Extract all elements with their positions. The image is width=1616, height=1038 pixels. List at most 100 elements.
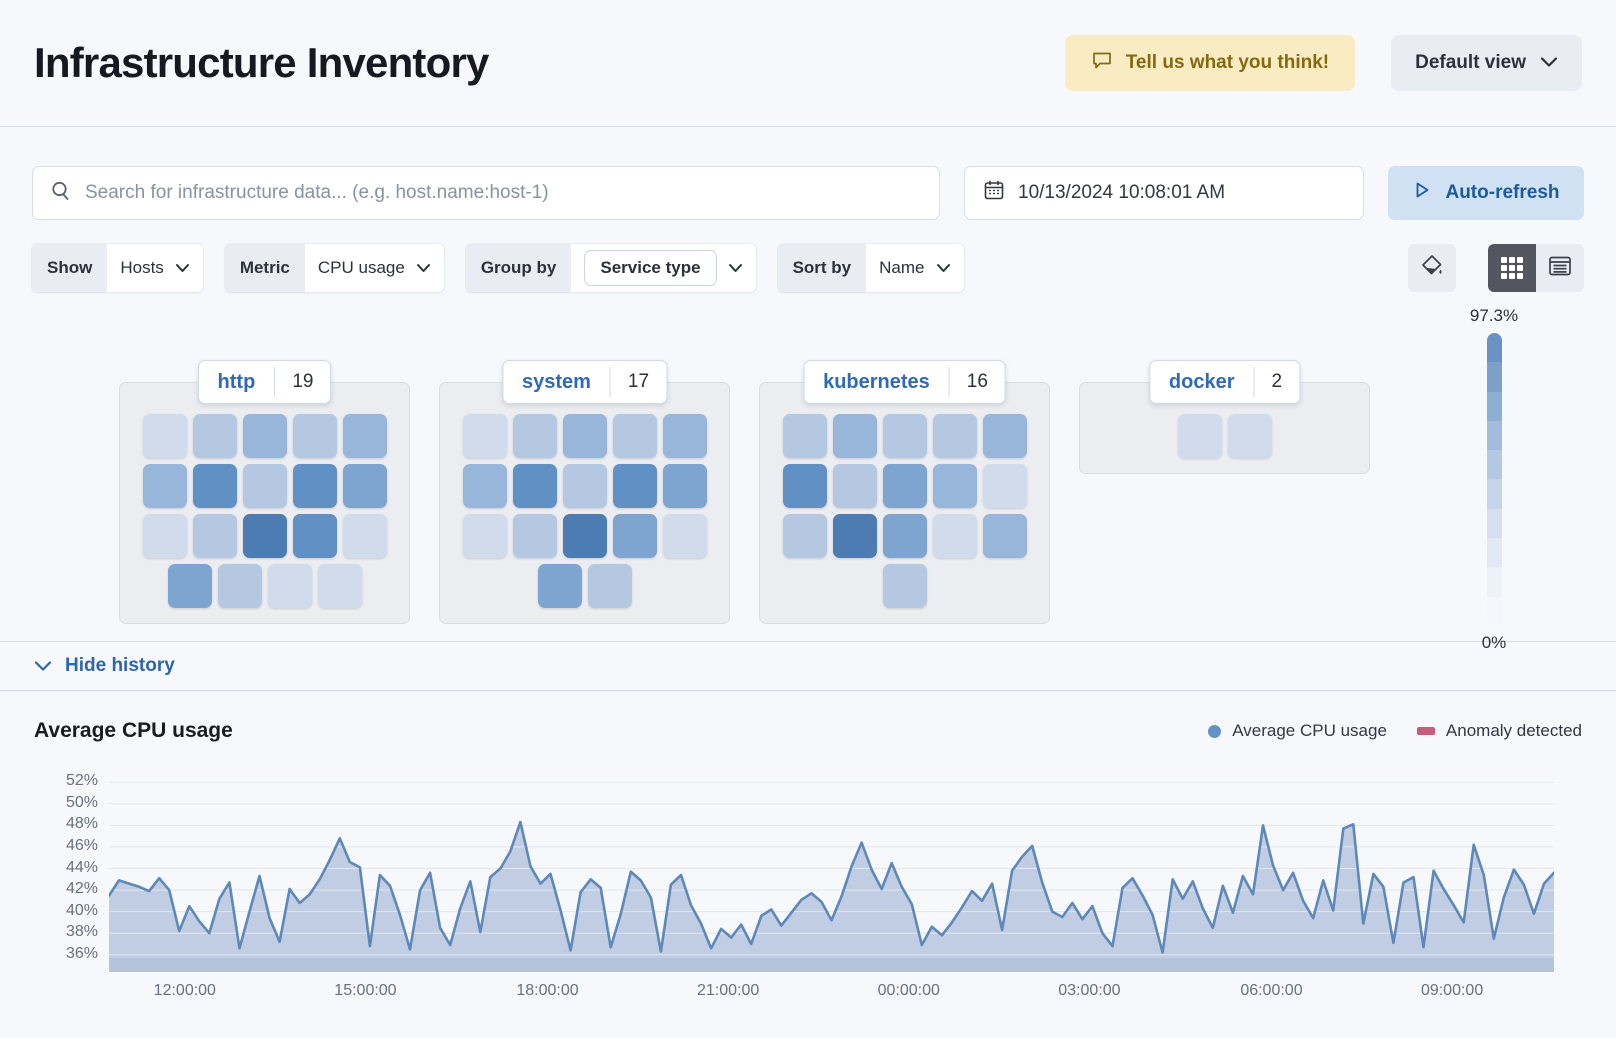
host-tile[interactable] [982, 414, 1027, 458]
host-tile[interactable] [882, 514, 927, 558]
host-tile[interactable] [587, 564, 632, 608]
group-label-system[interactable]: system 17 [501, 360, 668, 404]
host-tile[interactable] [882, 414, 927, 458]
default-view-button[interactable]: Default view [1391, 35, 1582, 91]
x-axis-label: 15:00:00 [334, 982, 397, 999]
host-tile[interactable] [782, 414, 827, 458]
host-tile[interactable] [242, 464, 287, 508]
group-name-link[interactable]: docker [1168, 370, 1235, 393]
host-tile[interactable] [192, 514, 237, 558]
search-box[interactable] [32, 166, 940, 220]
host-tile[interactable] [662, 414, 707, 458]
auto-refresh-button[interactable]: Auto-refresh [1388, 166, 1584, 220]
host-tile[interactable] [782, 514, 827, 558]
host-tile[interactable] [1227, 414, 1272, 458]
host-tile[interactable] [142, 514, 187, 558]
severity-legend: 97.3% 0% [1462, 306, 1526, 653]
host-tile[interactable] [142, 414, 187, 458]
cpu-usage-chart[interactable]: 36%38%40%42%44%46%48%50%52% [34, 765, 1582, 972]
group-label-docker[interactable]: docker 2 [1148, 360, 1301, 404]
host-tile[interactable] [832, 464, 877, 508]
group-name-link[interactable]: http [217, 370, 256, 393]
search-input[interactable] [85, 182, 922, 204]
host-tile[interactable] [882, 564, 927, 608]
host-tile[interactable] [267, 564, 312, 608]
host-tile[interactable] [512, 514, 557, 558]
host-tile[interactable] [242, 414, 287, 458]
y-axis-label: 46% [65, 836, 98, 854]
date-picker[interactable]: 10/13/2024 10:08:01 AM [964, 166, 1364, 220]
group-card-docker: docker 2 [1079, 360, 1370, 474]
host-tile[interactable] [242, 514, 287, 558]
host-tile[interactable] [832, 514, 877, 558]
host-tile[interactable] [342, 514, 387, 558]
host-tile[interactable] [512, 414, 557, 458]
host-tile[interactable] [342, 464, 387, 508]
host-tile[interactable] [292, 414, 337, 458]
host-tile[interactable] [932, 414, 977, 458]
host-tile[interactable] [832, 414, 877, 458]
show-filter-value: Hosts [120, 258, 164, 277]
host-tile[interactable] [192, 464, 237, 508]
table-view-toggle[interactable] [1536, 244, 1584, 292]
sort-by-filter[interactable]: Sort by Name [777, 244, 964, 292]
metric-filter[interactable]: Metric CPU usage [224, 244, 444, 292]
host-tile[interactable] [142, 464, 187, 508]
area-chart-plot[interactable] [109, 765, 1554, 972]
host-tile[interactable] [932, 514, 977, 558]
host-tile[interactable] [932, 464, 977, 508]
table-list-icon [1547, 253, 1573, 284]
host-tile[interactable] [982, 464, 1027, 508]
header-actions: Tell us what you think! Default view [1064, 35, 1582, 91]
host-tile[interactable] [562, 414, 607, 458]
color-palette-button[interactable] [1408, 244, 1456, 292]
host-tile[interactable] [317, 564, 362, 608]
host-tile[interactable] [512, 464, 557, 508]
group-name-link[interactable]: kubernetes [823, 370, 930, 393]
group-name-link[interactable]: system [521, 370, 591, 393]
group-by-filter[interactable]: Group by Service type [465, 244, 756, 292]
host-tile[interactable] [662, 514, 707, 558]
host-tile[interactable] [537, 564, 582, 608]
feedback-button[interactable]: Tell us what you think! [1064, 35, 1356, 91]
host-tile[interactable] [342, 414, 387, 458]
series-dot-icon [1208, 724, 1222, 738]
host-tile[interactable] [612, 514, 657, 558]
host-tile[interactable] [167, 564, 212, 608]
history-toggle[interactable]: Hide history [0, 641, 1616, 691]
host-tile[interactable] [462, 464, 507, 508]
pill-divider [948, 367, 950, 397]
host-tile[interactable] [217, 564, 262, 608]
host-tile[interactable] [982, 514, 1027, 558]
host-tile[interactable] [562, 464, 607, 508]
host-tile[interactable] [882, 464, 927, 508]
legend-entry-anomaly[interactable]: Anomaly detected [1416, 721, 1582, 741]
host-tile[interactable] [192, 414, 237, 458]
host-tile[interactable] [612, 414, 657, 458]
x-axis-label: 06:00:00 [1240, 982, 1303, 999]
x-axis-label: 21:00:00 [696, 982, 760, 999]
x-axis-label: 03:00:00 [1058, 982, 1121, 999]
host-tile[interactable] [662, 464, 707, 508]
group-count: 2 [1271, 371, 1283, 392]
map-view-toggle[interactable] [1488, 244, 1536, 292]
group-by-filter-value[interactable]: Service type [584, 250, 717, 286]
show-filter-label: Show [32, 244, 108, 292]
show-filter[interactable]: Show Hosts [32, 244, 203, 292]
host-tile[interactable] [562, 514, 607, 558]
host-tile[interactable] [1177, 414, 1222, 458]
host-tile[interactable] [612, 464, 657, 508]
group-count: 17 [627, 371, 650, 392]
legend-cpu-label: Average CPU usage [1232, 721, 1387, 740]
host-tile[interactable] [292, 464, 337, 508]
host-tile[interactable] [462, 514, 507, 558]
host-tile[interactable] [782, 464, 827, 508]
legend-entry-cpu[interactable]: Average CPU usage [1208, 721, 1387, 741]
host-tile[interactable] [462, 414, 507, 458]
host-tile[interactable] [292, 514, 337, 558]
